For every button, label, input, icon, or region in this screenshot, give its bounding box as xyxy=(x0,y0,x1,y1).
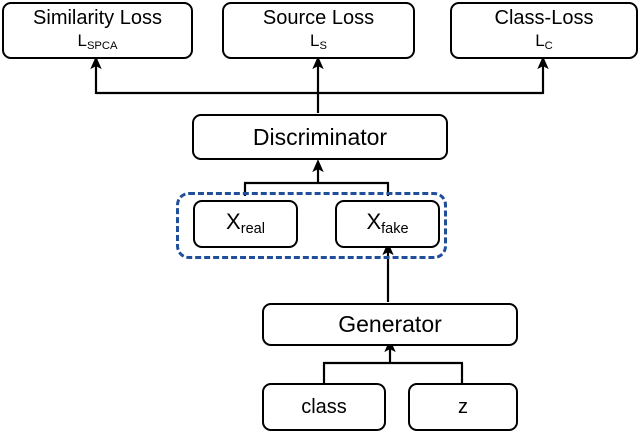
x-fake-box[interactable]: Xfake xyxy=(335,200,440,248)
class-loss-symbol: LC xyxy=(535,31,553,53)
z-input-box[interactable]: z xyxy=(408,383,518,431)
discriminator-to-losses-bus xyxy=(90,56,549,113)
similarity-loss-label: Similarity Loss xyxy=(33,7,162,30)
class-loss-box[interactable]: Class-Loss LC xyxy=(450,2,638,59)
x-real-label: Xreal xyxy=(226,209,265,238)
sample-group-dashed-border xyxy=(176,192,447,259)
class-input-label: class xyxy=(301,395,347,418)
class-input-box[interactable]: class xyxy=(262,383,386,431)
inputs-to-generator-connector xyxy=(322,339,464,383)
similarity-loss-box[interactable]: Similarity Loss LSPCA xyxy=(2,2,193,59)
class-loss-label: Class-Loss xyxy=(494,7,594,30)
source-loss-label: Source Loss xyxy=(262,7,375,30)
z-input-label: z xyxy=(458,395,468,418)
source-loss-box[interactable]: Source Loss LS xyxy=(222,2,415,59)
generator-box[interactable]: Generator xyxy=(262,303,518,346)
x-fake-label: Xfake xyxy=(366,209,409,238)
x-real-box[interactable]: Xreal xyxy=(193,200,298,248)
similarity-loss-symbol: LSPCA xyxy=(77,31,118,53)
source-loss-symbol: LS xyxy=(310,31,327,53)
generator-label: Generator xyxy=(338,311,442,338)
discriminator-box[interactable]: Discriminator xyxy=(192,114,448,160)
discriminator-label: Discriminator xyxy=(252,123,388,150)
